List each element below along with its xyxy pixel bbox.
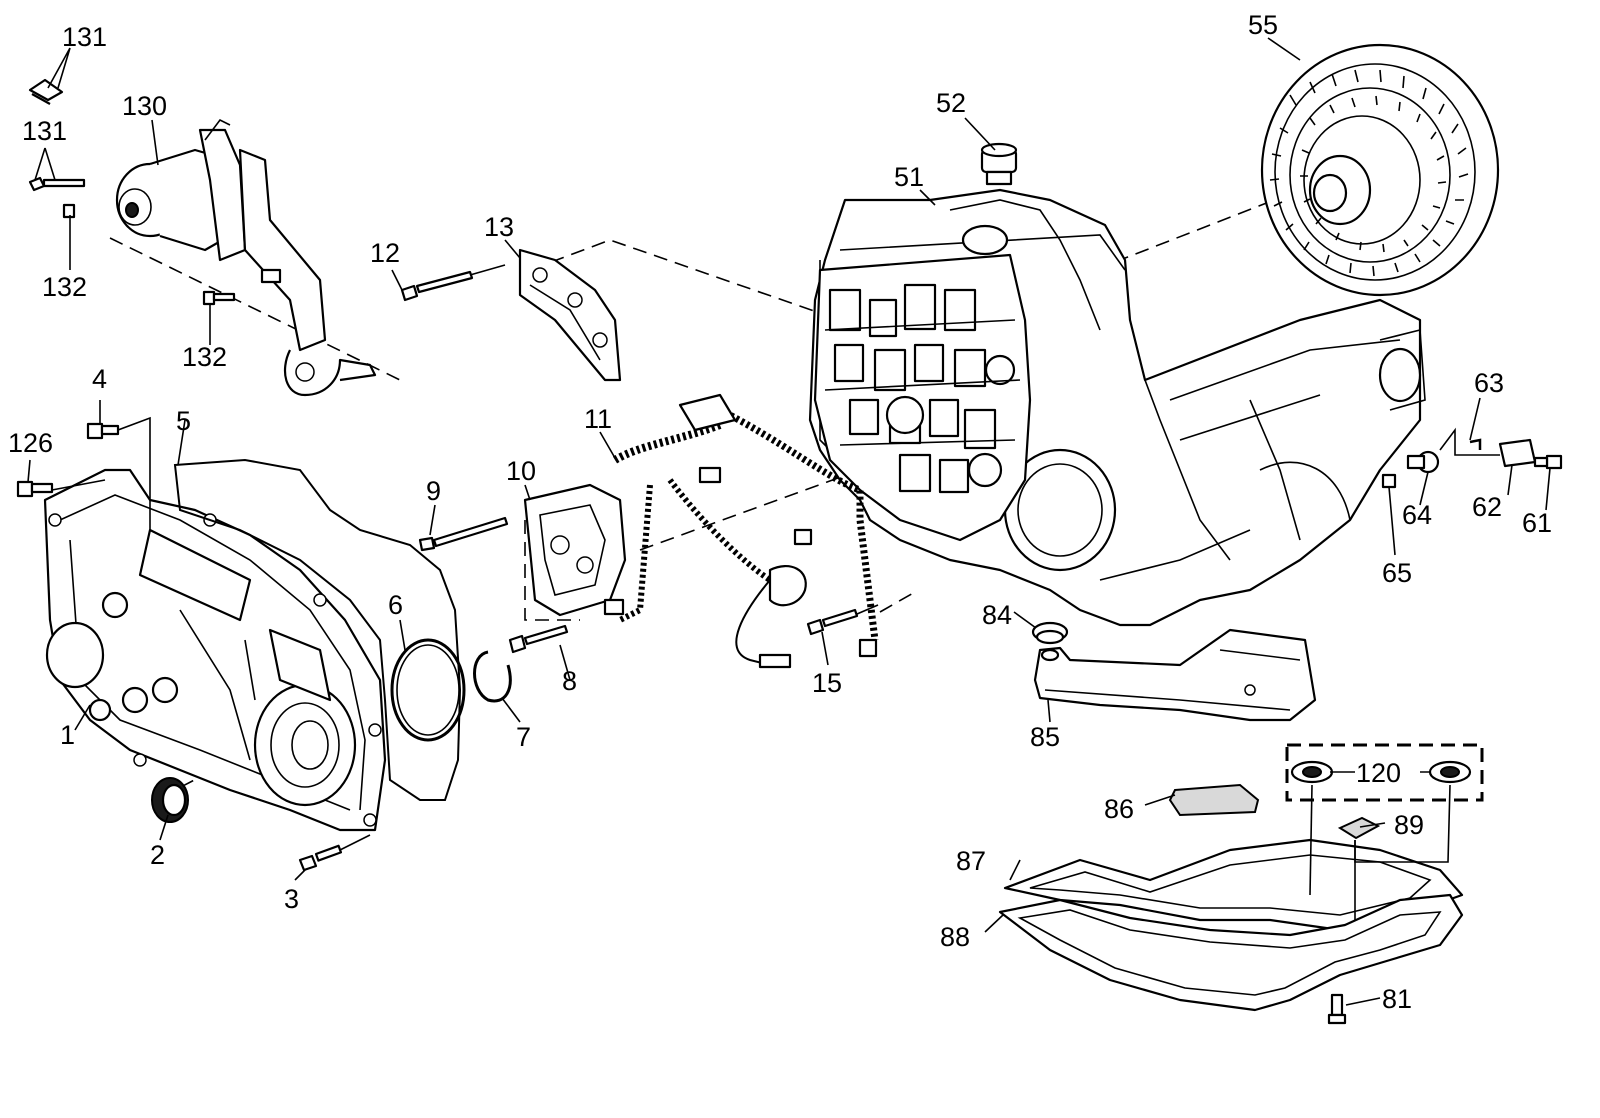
oil-pan [998, 893, 1464, 1012]
callout-55: 55 [1248, 10, 1278, 40]
callout-84: 84 [982, 600, 1012, 630]
callout-13: 13 [484, 212, 514, 242]
callout-9: 9 [426, 476, 441, 506]
callout-62: 62 [1472, 492, 1502, 522]
callout-8: 8 [562, 666, 577, 696]
callout-85: 85 [1030, 722, 1060, 752]
case-side-cover [43, 468, 387, 832]
callout-63: 63 [1474, 368, 1504, 398]
dipstick-cap [980, 142, 1018, 186]
callout-131-bolt: 131 [22, 116, 67, 146]
callout-65: 65 [1382, 558, 1412, 588]
callout-132-right: 132 [182, 342, 227, 372]
callout-126: 126 [8, 428, 53, 458]
callout-131-top: 131 [62, 22, 107, 52]
callout-132-left: 132 [42, 272, 87, 302]
callout-15: 15 [812, 668, 842, 698]
callout-89: 89 [1394, 810, 1424, 840]
washer-group [1285, 743, 1484, 802]
callout-88: 88 [940, 922, 970, 952]
sensor-bracket [518, 248, 622, 382]
callout-52: 52 [936, 88, 966, 118]
fasteners [16, 78, 1563, 1025]
callout-61: 61 [1522, 508, 1552, 538]
callout-86: 86 [1104, 794, 1134, 824]
callout-6: 6 [388, 590, 403, 620]
oil-filter [1031, 621, 1317, 722]
converter-vanes [1269, 69, 1469, 277]
callout-87: 87 [956, 846, 986, 876]
accumulator-cover [523, 483, 627, 617]
callout-64: 64 [1402, 500, 1432, 530]
wiring-harness [603, 393, 879, 669]
callout-81: 81 [1382, 984, 1412, 1014]
callout-4: 4 [92, 364, 107, 394]
callout-120: 120 [1356, 758, 1401, 788]
callout-10: 10 [506, 456, 536, 486]
large-seal-ring [390, 638, 466, 742]
axle-seal [151, 777, 189, 823]
oil-pan-gasket [1003, 838, 1464, 932]
leader-lines [27, 37, 1551, 1006]
callout-51: 51 [894, 162, 924, 192]
magnet-and-plate [1168, 783, 1381, 840]
snap-ring [473, 650, 512, 703]
callout-1: 1 [60, 720, 75, 750]
callout-7: 7 [516, 722, 531, 752]
callout-3: 3 [284, 884, 299, 914]
callout-11: 11 [584, 404, 612, 434]
callout-5: 5 [176, 406, 191, 436]
torque-converter [1260, 43, 1500, 297]
valve-body [813, 253, 1032, 542]
callout-130: 130 [122, 91, 167, 121]
callout-12: 12 [370, 238, 400, 268]
callout-2: 2 [150, 840, 165, 870]
side-cover-gasket [173, 458, 462, 801]
callout-labels: 131 131 130 132 132 4 126 5 1 2 3 6 7 8 … [8, 10, 1552, 1014]
actuator-module [115, 118, 377, 397]
